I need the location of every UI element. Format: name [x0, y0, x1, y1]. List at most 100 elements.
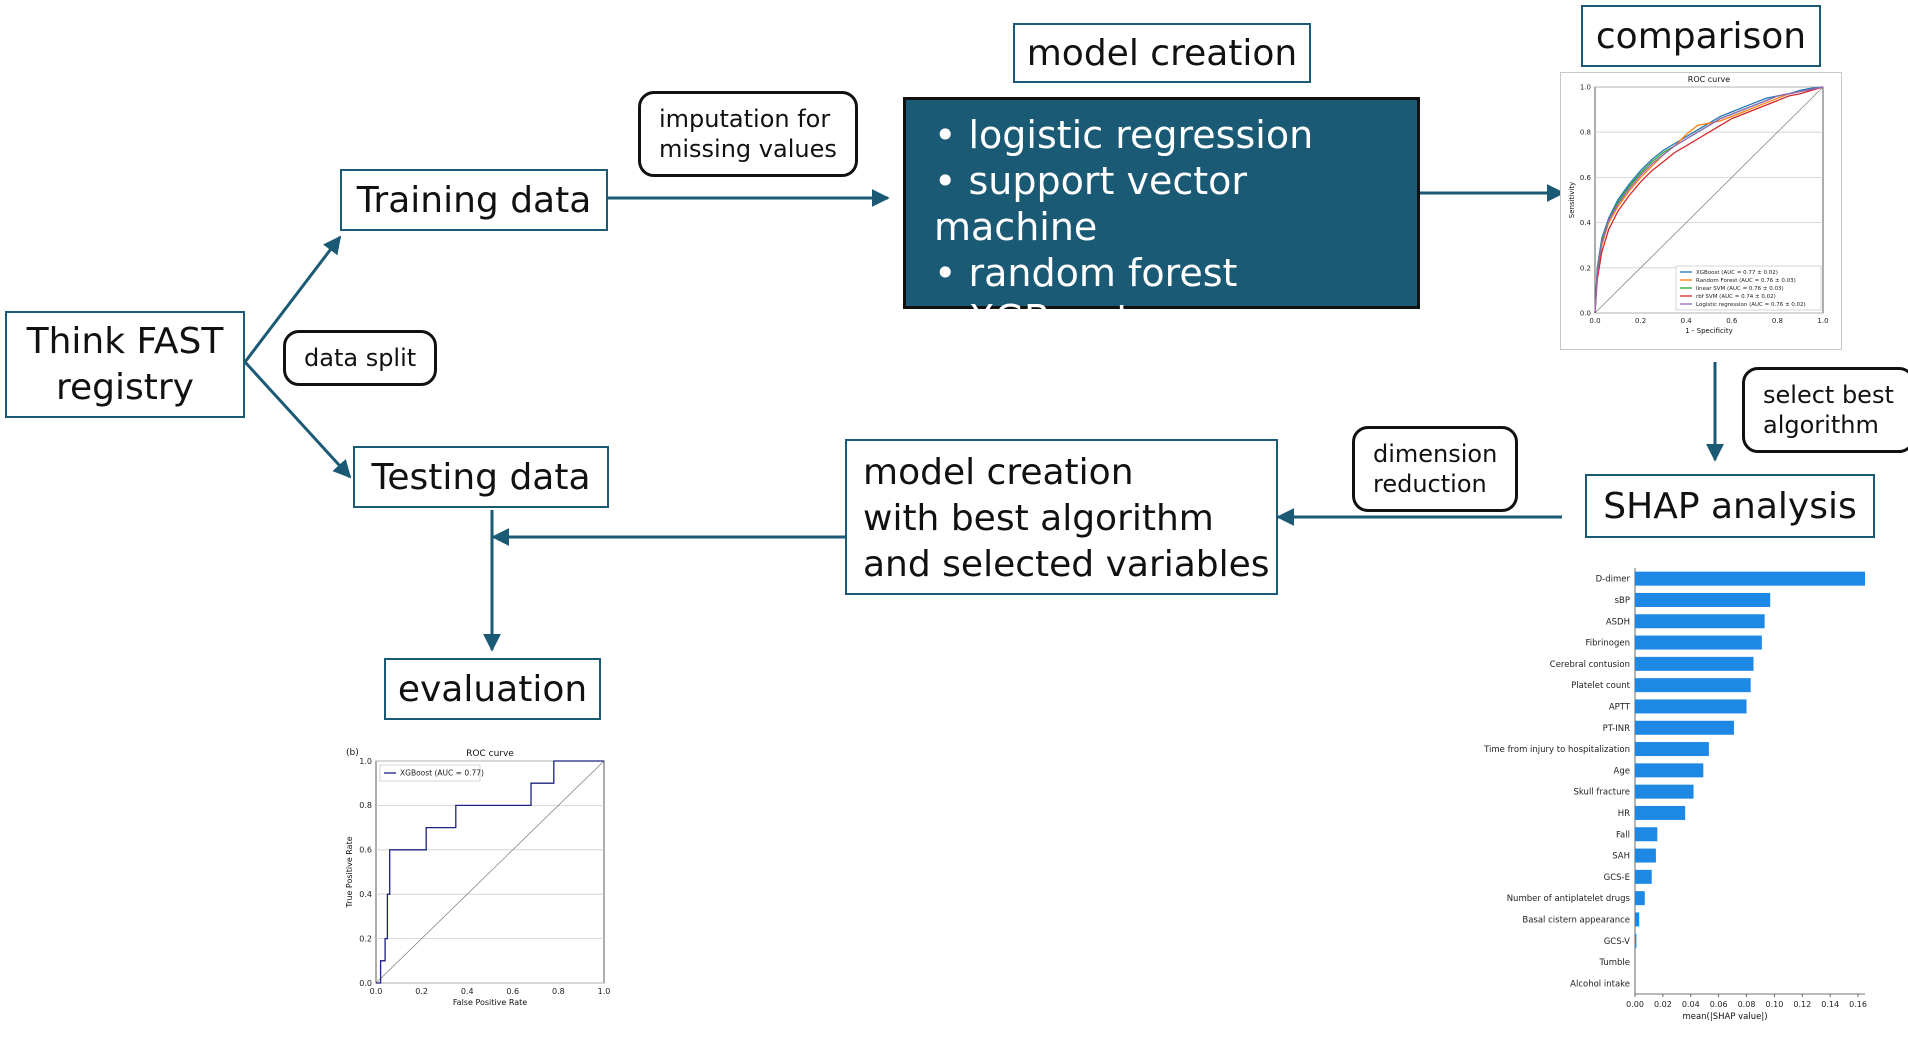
dimension-reduction-note: dimension reduction — [1352, 426, 1519, 512]
legend-entry: linear SVM (AUC = 0.76 ± 0.03) — [1696, 286, 1784, 292]
x-tick-label: 0.02 — [1654, 1000, 1672, 1009]
x-tick-label: 0.10 — [1765, 1000, 1783, 1009]
x-tick-label: 0.14 — [1821, 1000, 1839, 1009]
algorithm-item: • XGBoost — [934, 297, 1132, 341]
model-best-line-2: with best algorithm — [863, 498, 1214, 539]
algorithm-svm: support vector machine — [934, 159, 1248, 249]
shap-analysis-label: SHAP analysis — [1603, 485, 1857, 527]
evaluation-roc-svg: (b)0.00.00.20.20.40.40.60.60.80.81.01.0R… — [345, 748, 610, 1007]
feature-label: Platelet count — [1571, 681, 1631, 691]
model-creation-title: model creation — [1026, 32, 1298, 74]
y-axis-label: True Positive Rate — [345, 836, 354, 908]
panel-label: (b) — [346, 748, 359, 758]
legend-entry: XGBoost (AUC = 0.77 ± 0.02) — [1696, 270, 1778, 276]
arrow-registry-to-training — [243, 235, 342, 363]
roc-series-line — [1594, 86, 1824, 314]
shap-bar — [1635, 635, 1762, 650]
x-tick-label: 0.00 — [1626, 1000, 1644, 1009]
x-tick-label: 0.0 — [1589, 317, 1600, 325]
feature-label: ASDH — [1606, 617, 1630, 627]
legend-box — [1675, 265, 1822, 311]
legend-entry: Random Forest (AUC = 0.76 ± 0.03) — [1696, 278, 1796, 284]
arrow-registry-to-testing — [243, 360, 352, 479]
x-tick-label: 0.12 — [1793, 1000, 1811, 1009]
shap-analysis-node: SHAP analysis — [1585, 474, 1875, 538]
x-axis-label: mean(|SHAP value|) — [1682, 1012, 1767, 1022]
select-best-line-1: select best — [1763, 381, 1894, 409]
imputation-line-1: imputation for — [659, 105, 831, 133]
evaluation-label: evaluation — [397, 668, 588, 710]
shap-bar — [1635, 678, 1751, 693]
shap-bar — [1635, 571, 1865, 586]
chart-title: ROC curve — [466, 749, 514, 759]
x-tick-label: 0.0 — [370, 987, 383, 996]
x-tick-label: 0.06 — [1710, 1000, 1728, 1009]
y-tick-label: 0.2 — [1580, 264, 1591, 272]
y-tick-label: 0.0 — [359, 979, 372, 988]
think-fast-line-1: Think FAST — [26, 320, 224, 362]
y-tick-label: 0.0 — [1580, 309, 1591, 317]
think-fast-registry-node: Think FAST registry — [5, 311, 245, 418]
dimension-line-2: reduction — [1373, 470, 1487, 498]
algorithms-box: • logistic regression • support vector m… — [903, 97, 1420, 341]
shap-bar — [1635, 848, 1656, 863]
feature-label: HR — [1618, 809, 1630, 819]
y-tick-label: 0.8 — [1580, 129, 1591, 137]
shap-bar — [1635, 933, 1637, 948]
shap-bar — [1635, 720, 1734, 735]
y-tick-label: 1.0 — [359, 757, 372, 766]
x-tick-label: 0.4 — [1681, 317, 1693, 325]
evaluation-node: evaluation — [384, 658, 601, 720]
feature-label: Basal cistern appearance — [1522, 915, 1630, 925]
shap-bar — [1635, 827, 1658, 842]
feature-label: Time from injury to hospitalization — [1483, 745, 1630, 755]
comparison-node: comparison — [1581, 5, 1821, 67]
shap-bar — [1635, 912, 1640, 927]
x-tick-label: 0.4 — [461, 987, 474, 996]
model-best-line-3: and selected variables — [863, 544, 1270, 585]
x-axis-label: False Positive Rate — [453, 998, 527, 1007]
x-tick-label: 0.8 — [1772, 317, 1783, 325]
feature-label: Cerebral contusion — [1550, 660, 1630, 670]
x-tick-label: 0.04 — [1682, 1000, 1700, 1009]
feature-label: GCS-V — [1604, 937, 1630, 947]
shap-bar — [1635, 784, 1694, 799]
legend-entry: rbf SVM (AUC = 0.74 ± 0.02) — [1696, 294, 1776, 300]
algorithm-xgboost: XGBoost — [968, 297, 1132, 341]
comparison-roc-svg: 0.00.00.20.20.40.40.60.60.80.81.01.0ROC … — [1568, 75, 1829, 335]
data-split-label: data split — [304, 344, 417, 372]
select-best-line-2: algorithm — [1763, 411, 1879, 439]
y-tick-label: 0.8 — [359, 801, 372, 810]
feature-label: Fall — [1616, 830, 1630, 840]
x-tick-label: 0.2 — [1635, 317, 1646, 325]
algorithm-logistic-regression: logistic regression — [968, 113, 1314, 157]
chance-diagonal — [1594, 86, 1824, 314]
shap-bar — [1635, 805, 1686, 820]
y-axis-label: Sensitivity — [1568, 182, 1576, 218]
model-best-line-1: model creation — [863, 452, 1134, 493]
x-tick-label: 0.6 — [1726, 317, 1738, 325]
training-data-node: Training data — [340, 169, 608, 231]
legend-entry: XGBoost (AUC = 0.77) — [400, 769, 484, 778]
shap-bar — [1635, 699, 1747, 714]
roc-series-line — [1594, 86, 1824, 314]
x-tick-label: 0.6 — [506, 987, 519, 996]
x-tick-label: 1.0 — [1817, 317, 1828, 325]
feature-label: sBP — [1615, 596, 1630, 606]
testing-data-node: Testing data — [353, 446, 609, 508]
shap-bar — [1635, 656, 1754, 671]
shap-bar — [1635, 869, 1652, 884]
imputation-note: imputation for missing values — [638, 91, 858, 177]
shap-bar — [1635, 592, 1771, 607]
feature-label: Alcohol intake — [1570, 979, 1630, 989]
feature-label: SAH — [1612, 852, 1630, 862]
shap-bar — [1635, 763, 1704, 778]
x-tick-label: 0.8 — [552, 987, 565, 996]
y-tick-label: 0.4 — [359, 890, 372, 899]
y-tick-label: 1.0 — [1580, 83, 1591, 91]
x-tick-label: 0.16 — [1849, 1000, 1867, 1009]
algorithm-item: • support vector machine — [934, 159, 1248, 249]
shap-bar — [1635, 614, 1765, 629]
y-tick-label: 0.2 — [359, 934, 372, 943]
